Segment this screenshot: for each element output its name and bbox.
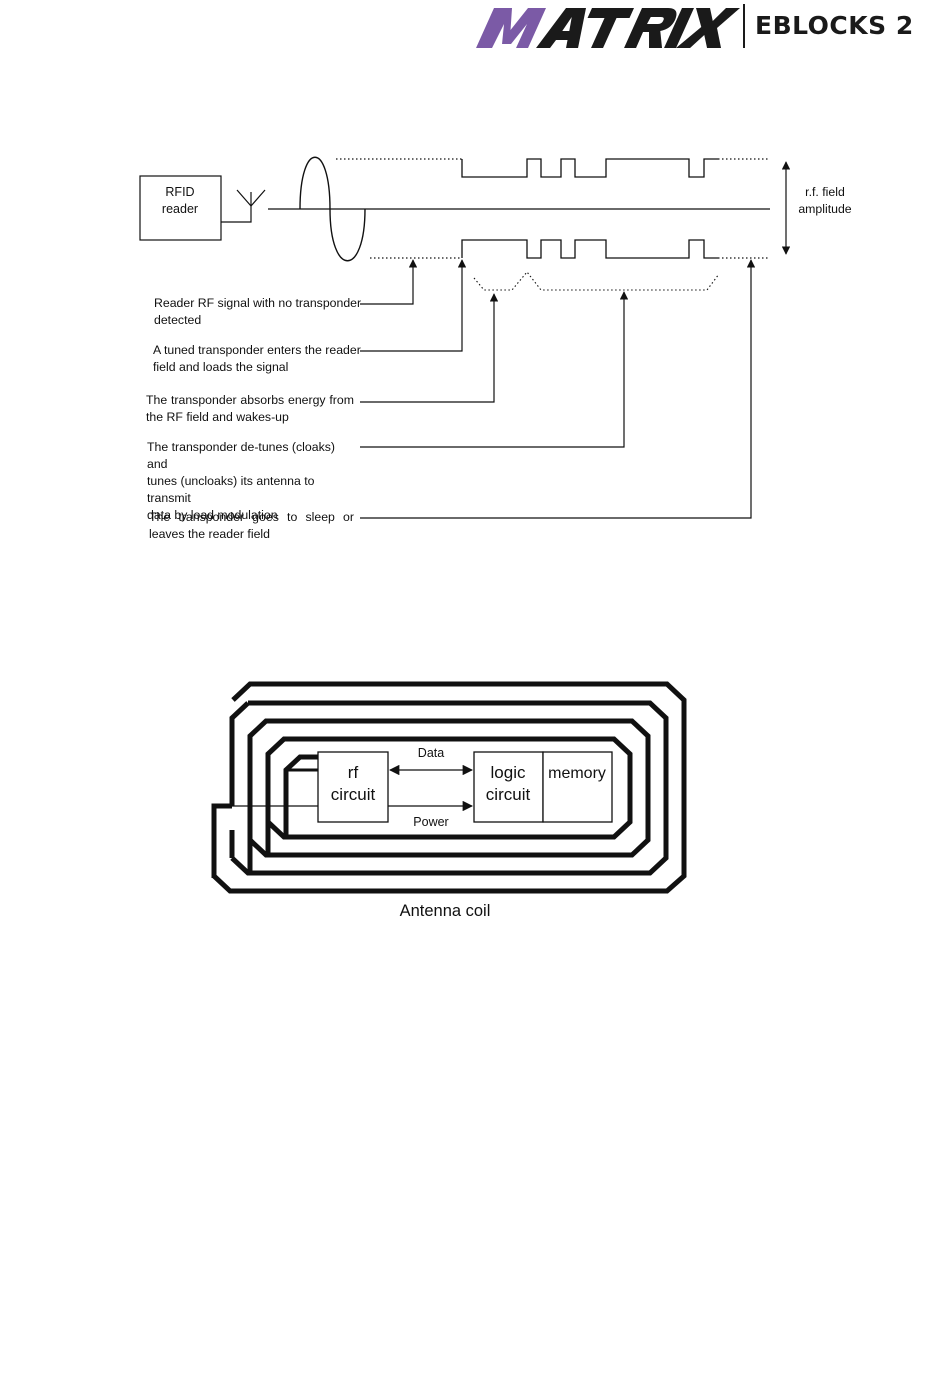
logo-letter-r: [624, 8, 677, 48]
annotation-5-line2: leaves the reader field: [149, 527, 270, 541]
bottom-envelope: [370, 239, 768, 259]
annotation-2-line2: field and loads the signal: [153, 360, 289, 374]
logo-letter-x: [676, 8, 741, 48]
logo-letter-t: [587, 8, 635, 48]
leader-line-3: [360, 293, 499, 403]
power-label: Power: [413, 815, 448, 829]
annotation-1-line2: detected: [154, 313, 202, 327]
annotation-3: The transponder absorbs energy from the …: [146, 392, 354, 426]
antenna-coil: [211, 681, 687, 894]
coil-loop-3: [247, 718, 651, 873]
coil-loop-5: [283, 754, 318, 837]
coil-loop-2: [230, 700, 669, 876]
annotation-4: The transponder de-tunes (cloaks) and tu…: [147, 439, 357, 524]
rf-circuit-line2: circuit: [331, 785, 376, 804]
page-header: EBLOCKS 2: [0, 0, 950, 60]
data-label: Data: [418, 746, 444, 760]
field-label-line2: amplitude: [798, 202, 851, 216]
annotation-5-line1: The transponder goes to sleep or: [149, 510, 354, 524]
annotation-1-line1: Reader RF signal with no transponder: [154, 296, 362, 310]
annotation-4-line1: The transponder de-tunes (cloaks) and: [147, 440, 335, 471]
annotation-4-line3: data by load modulation: [147, 508, 278, 522]
rfid-reader-label-line1: RFID: [165, 185, 194, 199]
rf-circuit-line1: rf: [348, 763, 359, 782]
leader-line-2: [360, 259, 467, 352]
top-envelope: [336, 158, 768, 178]
logo-divider: [743, 4, 745, 48]
logo-letter-a: [536, 8, 587, 48]
leader-line-5: [360, 259, 756, 519]
annotation-2: A tuned transponder enters the reader fi…: [153, 342, 363, 376]
field-label-line1: r.f. field: [805, 185, 845, 199]
antenna-coil-caption: Antenna coil: [400, 902, 491, 920]
sine-wave: [299, 156, 366, 262]
logic-circuit-box: [473, 751, 544, 823]
rfid-reader-label-line2: reader: [162, 202, 198, 216]
leader-line-1: [360, 259, 418, 305]
logic-circuit-line2: circuit: [486, 785, 531, 804]
rfid-reader-box: [139, 175, 222, 241]
logo-product: EBLOCKS 2: [755, 11, 914, 40]
logo-letter-m: [476, 8, 547, 48]
matrix-logo: EBLOCKS 2: [476, 4, 914, 48]
rf-field-diagram: RFID reader r.f. field amplitude: [139, 156, 852, 519]
annotation-3-line2: the RF field and wakes-up: [146, 410, 289, 424]
annotation-dotted-guides: [473, 271, 720, 291]
annotation-1: Reader RF signal with no transponder det…: [154, 295, 364, 329]
logo-letter-i: [664, 8, 695, 48]
annotation-5: The transponder goes to sleep or leaves …: [149, 509, 354, 543]
coil-loop-1-left: [229, 701, 250, 806]
logic-circuit-line1: logic: [491, 763, 526, 782]
coil-loop-1: [211, 681, 687, 894]
annotation-4-line2: tunes (uncloaks) its antenna to transmit: [147, 474, 315, 505]
antenna-icon: [221, 189, 266, 223]
coil-loop-4: [265, 736, 633, 855]
memory-box: [542, 751, 613, 823]
annotation-3-line1: The transponder absorbs energy from: [146, 393, 354, 407]
memory-label: memory: [548, 765, 606, 782]
leader-line-4: [360, 291, 629, 448]
rf-circuit-box: [317, 751, 389, 823]
annotation-2-line1: A tuned transponder enters the reader: [153, 343, 361, 357]
